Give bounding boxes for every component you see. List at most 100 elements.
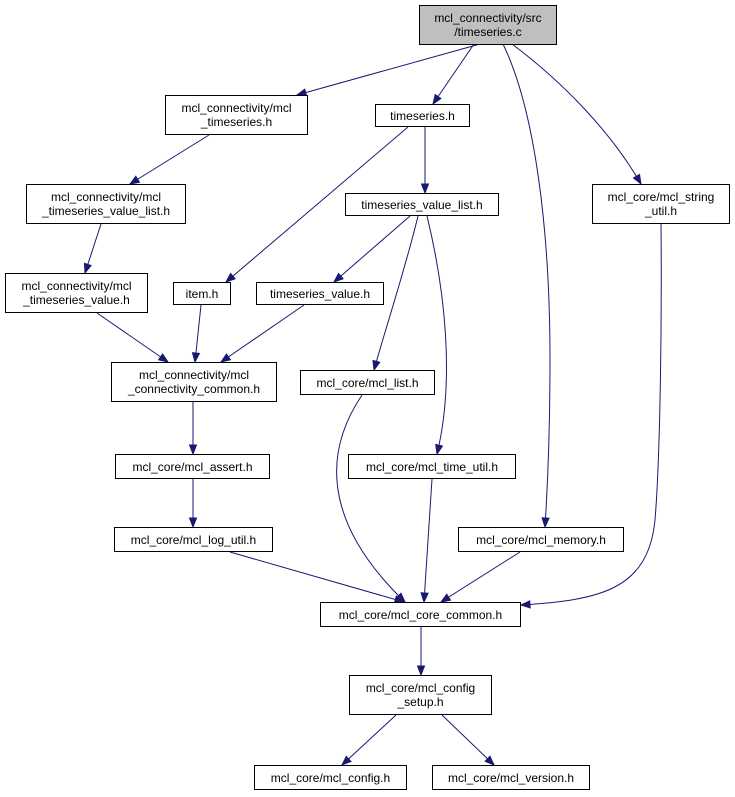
- edge-line: [96, 312, 169, 363]
- edge-conn_common-to-assert: [188, 402, 198, 456]
- node-mcl-version-h[interactable]: mcl_core/mcl_version.h: [432, 765, 590, 790]
- node-label-line: mcl_connectivity/src: [434, 11, 542, 25]
- node-label-line: mcl_core/mcl_config: [365, 681, 476, 695]
- node-label-line: _timeseries_value_list.h: [41, 204, 171, 218]
- edge-root-to-timeseries_h: [432, 43, 475, 106]
- node-label-line: mcl_core/mcl_memory.h: [476, 532, 606, 547]
- edge-line: [336, 394, 406, 603]
- edge-arrowhead: [432, 93, 442, 106]
- node-mcl-config-h[interactable]: mcl_core/mcl_config.h: [254, 765, 407, 790]
- node-label-line: _util.h: [644, 204, 678, 218]
- edge-arrowhead: [219, 353, 232, 363]
- edge-mcl_ts_value-to-conn_common: [96, 312, 170, 363]
- node-label-line: /timeseries.c: [454, 25, 522, 39]
- edge-arrowhead: [420, 592, 429, 604]
- edge-line: [426, 215, 447, 455]
- edge-config_setup-to-config: [340, 714, 397, 766]
- edge-arrowhead: [188, 444, 198, 456]
- node-mcl-timeseries-h[interactable]: mcl_connectivity/mcl _timeseries.h: [165, 95, 308, 135]
- edge-time_util-to-core_common: [420, 478, 433, 604]
- node-mcl-assert-h[interactable]: mcl_core/mcl_assert.h: [115, 454, 270, 479]
- node-mcl-memory-h[interactable]: mcl_core/mcl_memory.h: [458, 527, 624, 552]
- edge-arrowhead: [435, 443, 444, 456]
- edge-root-to-memory: [502, 43, 551, 529]
- edge-line: [502, 43, 551, 528]
- edge-arrowhead: [632, 173, 642, 186]
- node-label-line: mcl_core/mcl_log_util.h: [130, 532, 257, 547]
- edge-line: [129, 134, 210, 185]
- node-label-line: mcl_core/mcl_version.h: [447, 770, 575, 785]
- node-mcl-string-util-h[interactable]: mcl_core/mcl_string _util.h: [592, 184, 730, 224]
- edge-arrowhead: [372, 359, 381, 372]
- node-mcl-time-util-h[interactable]: mcl_core/mcl_time_util.h: [348, 454, 516, 479]
- edge-line: [225, 126, 409, 283]
- node-label-line: mcl_connectivity/mcl: [50, 190, 162, 204]
- edge-arrowhead: [128, 175, 141, 185]
- edge-item-to-conn_common: [191, 304, 202, 364]
- edge-string_util-to-core_common: [519, 223, 662, 609]
- node-label-line: mcl_connectivity/mcl: [21, 279, 132, 293]
- edge-line: [373, 215, 419, 371]
- node-mcl-core-common-h[interactable]: mcl_core/mcl_core_common.h: [320, 602, 521, 627]
- node-label-line: timeseries_value_list.h: [361, 197, 483, 212]
- edge-mcl_ts_vlist-to-mcl_ts_value: [83, 223, 102, 275]
- edge-core_common-to-config_setup: [416, 627, 426, 677]
- edge-arrowhead: [157, 353, 170, 363]
- node-label-line: mcl_core/mcl_string: [607, 190, 715, 204]
- node-timeseries-value-h[interactable]: timeseries_value.h: [256, 282, 384, 305]
- edge-arrowhead: [191, 352, 201, 364]
- edge-line: [520, 223, 662, 606]
- node-label-line: mcl_core/mcl_config.h: [270, 770, 391, 785]
- edge-line: [229, 551, 405, 603]
- node-label-line: mcl_core/mcl_assert.h: [132, 459, 253, 474]
- node-mcl-list-h[interactable]: mcl_core/mcl_list.h: [300, 370, 435, 395]
- edge-ts_value-to-conn_common: [219, 304, 305, 363]
- edge-root-to-string_util: [511, 43, 642, 186]
- edge-line: [441, 714, 495, 766]
- edge-arrowhead: [332, 272, 344, 283]
- node-mcl-timeseries-value-list-h[interactable]: mcl_connectivity/mcl _timeseries_value_l…: [26, 184, 186, 224]
- edge-arrowhead: [188, 517, 198, 529]
- node-label-line: _setup.h: [397, 695, 444, 709]
- edge-arrowhead: [224, 272, 236, 283]
- node-mcl-connectivity-common-h[interactable]: mcl_connectivity/mcl _connectivity_commo…: [111, 362, 277, 402]
- edge-ts_value_list-to-time_util: [426, 215, 447, 456]
- edge-arrowhead: [439, 593, 452, 603]
- node-item-h[interactable]: item.h: [173, 282, 231, 305]
- edge-memory-to-core_common: [439, 551, 521, 603]
- edge-line: [296, 43, 481, 96]
- node-mcl-log-util-h[interactable]: mcl_core/mcl_log_util.h: [114, 527, 273, 552]
- edge-line: [220, 304, 305, 363]
- edge-line: [194, 304, 202, 363]
- edge-arrowhead: [340, 755, 352, 766]
- edge-arrowhead: [83, 262, 92, 275]
- node-label-line: item.h: [185, 286, 219, 301]
- edge-mcl_timeseries-to-mcl_ts_vlist: [128, 134, 210, 185]
- edge-root-to-mcl_timeseries: [295, 43, 481, 97]
- edge-arrowhead: [395, 592, 406, 603]
- edge-line: [341, 714, 397, 766]
- node-label-line: mcl_core/mcl_list.h: [316, 375, 419, 390]
- edge-log_util-to-core_common: [229, 551, 406, 604]
- node-mcl-config-setup-h[interactable]: mcl_core/mcl_config _setup.h: [349, 675, 492, 715]
- node-timeseries-value-list-h[interactable]: timeseries_value_list.h: [345, 193, 499, 216]
- edge-arrowhead: [484, 755, 495, 766]
- edge-line: [511, 43, 642, 185]
- node-label-line: timeseries_value.h: [269, 286, 371, 301]
- node-label-line: mcl_connectivity/mcl: [138, 368, 250, 382]
- node-timeseries-c: mcl_connectivity/src /timeseries.c: [419, 5, 557, 45]
- edge-arrowhead: [420, 183, 430, 195]
- edge-arrowhead: [519, 600, 531, 609]
- node-timeseries-h[interactable]: timeseries.h: [375, 104, 470, 127]
- edge-timeseries_h-to-item: [224, 126, 409, 283]
- edge-line: [432, 43, 475, 105]
- edge-arrowhead: [541, 517, 550, 529]
- node-label-line: _connectivity_common.h: [127, 382, 261, 396]
- node-mcl-timeseries-value-h[interactable]: mcl_connectivity/mcl _timeseries_value.h: [5, 273, 148, 313]
- node-label-line: _timeseries_value.h: [23, 293, 130, 307]
- edge-assert-to-log_util: [188, 479, 198, 529]
- edge-line: [423, 478, 433, 603]
- node-label-line: mcl_core/mcl_core_common.h: [338, 607, 503, 622]
